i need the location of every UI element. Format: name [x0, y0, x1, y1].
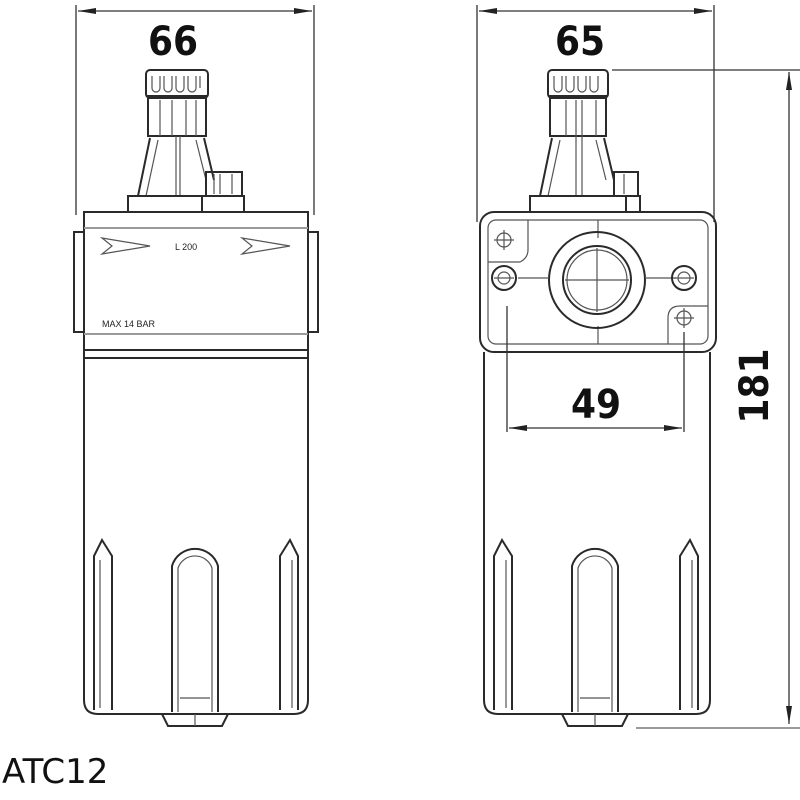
mounting-hole: [491, 265, 517, 291]
model-label: ATC12: [2, 752, 109, 792]
front-pressure-label: MAX 14 BAR: [102, 319, 156, 329]
mounting-hole: [671, 265, 697, 291]
port-spacing-dimension: 49: [571, 382, 621, 428]
front-model-label: L 200: [175, 242, 197, 252]
front-view: 66 L 200 MAX 14 BAR: [73, 5, 319, 727]
side-width-dimension: 65: [555, 19, 605, 65]
front-width-dimension: 66: [148, 19, 198, 65]
side-view: 65 181: [476, 5, 800, 729]
mounting-hole: [494, 230, 514, 250]
mounting-hole: [488, 220, 708, 344]
height-dimension: 181: [732, 348, 778, 423]
